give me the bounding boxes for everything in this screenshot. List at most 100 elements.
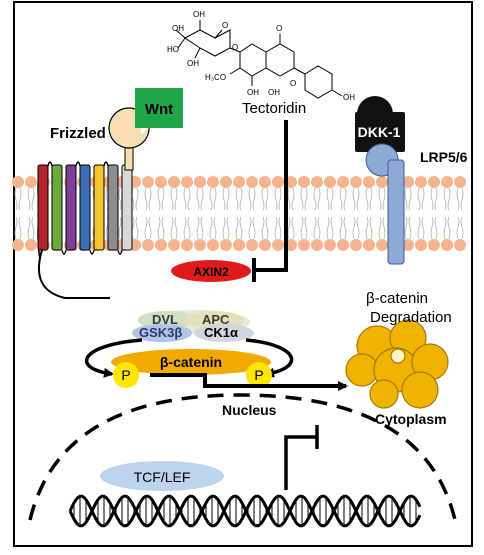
lipid-tail	[417, 216, 425, 240]
lipid-head	[350, 176, 362, 188]
tectoridin-label: Tectoridin	[242, 100, 306, 117]
lipid-tail	[274, 216, 282, 240]
lipid-tail	[378, 187, 386, 211]
nucleus-label: Nucleus	[222, 402, 277, 418]
nuclear-inhibition-line	[284, 435, 317, 490]
dvl-oval	[138, 311, 194, 329]
chem-ho: HO	[167, 45, 179, 54]
chem-oh-4: OH	[247, 88, 259, 97]
lipid-head	[194, 239, 206, 251]
chem-oh-3: OH	[187, 59, 199, 68]
chem-oh-6: OH	[268, 88, 280, 97]
chem-o-1: O	[222, 21, 228, 30]
lipid-tail	[430, 216, 438, 240]
lipid-head	[168, 239, 180, 251]
lipid-tail	[27, 187, 35, 211]
lipid-tail	[170, 216, 178, 240]
lipid-tail	[430, 187, 438, 211]
dkk1-label: DKK-1	[358, 124, 401, 140]
lipid-head	[454, 176, 466, 188]
chem-h3co: H₃CO	[205, 73, 226, 82]
lipid-head	[415, 176, 427, 188]
lipid-head	[363, 176, 375, 188]
lipid-tail	[443, 216, 451, 240]
lipid-tail	[183, 216, 191, 240]
phosphate-left	[113, 362, 139, 388]
cytoplasm-label: Cytoplasm	[375, 411, 447, 427]
lipid-tail	[209, 216, 217, 240]
nuclear-envelope	[28, 393, 457, 521]
lipid-head	[350, 239, 362, 251]
dna-helix-icon	[68, 494, 422, 528]
lipid-tail	[222, 216, 230, 240]
lipid-tail	[144, 216, 152, 240]
axin2-label: AXIN2	[193, 265, 229, 279]
lipid-head	[298, 176, 310, 188]
figure-border	[13, 1, 473, 547]
chem-o-3: O	[276, 24, 282, 33]
lipid-tail	[287, 187, 295, 211]
chem-oh-2: OH	[193, 10, 205, 19]
lipid-tail	[131, 187, 139, 211]
tectoridin-inhibition-line	[254, 120, 288, 272]
lipid-head	[246, 239, 258, 251]
lipid-head	[220, 176, 232, 188]
lipid-head	[142, 176, 154, 188]
lipid-head	[376, 176, 388, 188]
beta-catenin-label: β-catenin	[160, 354, 222, 370]
lipid-head	[181, 239, 193, 251]
lipid-head	[454, 239, 466, 251]
lipid-head	[233, 176, 245, 188]
dvl-label: DVL	[152, 312, 178, 327]
proteasome-cluster-icon	[345, 319, 449, 409]
lipid-head	[142, 239, 154, 251]
chem-o-4: O	[290, 79, 296, 88]
cycle-arrow-left	[84, 338, 143, 378]
cycle-arrow-right	[245, 338, 294, 378]
lipid-tail	[326, 216, 334, 240]
lipid-tail	[404, 187, 412, 211]
lipid-head	[415, 239, 427, 251]
degradation-label-2: Degradation	[370, 309, 452, 326]
lipid-head	[259, 239, 271, 251]
lipid-tail	[443, 187, 451, 211]
lipid-head	[272, 176, 284, 188]
lipid-head	[428, 239, 440, 251]
lipid-tail	[404, 216, 412, 240]
lipid-tail	[248, 216, 256, 240]
axin2-oval	[171, 260, 251, 282]
lipid-tail	[144, 187, 152, 211]
lipid-head	[168, 176, 180, 188]
lipid-head	[311, 239, 323, 251]
cell-membrane	[12, 176, 466, 251]
lipid-head	[194, 176, 206, 188]
lipid-head	[272, 239, 284, 251]
lipid-tail	[365, 216, 373, 240]
lipid-head	[259, 176, 271, 188]
apc-label: APC	[202, 312, 230, 327]
wnt-ligand-icon	[135, 88, 183, 128]
dkk1-icon	[355, 96, 405, 152]
tectoridin-structure-icon	[175, 20, 343, 99]
lipid-tail	[456, 216, 464, 240]
lipid-tail	[209, 187, 217, 211]
lipid-tail	[235, 216, 243, 240]
degradation-label-1: β-catenin	[366, 290, 428, 307]
tcf-lef-oval	[100, 461, 224, 491]
lipid-tail	[339, 216, 347, 240]
lipid-head	[428, 176, 440, 188]
lipid-head	[402, 176, 414, 188]
lipid-head	[25, 176, 37, 188]
ck1a-label: CK1α	[204, 325, 238, 340]
lipid-head	[207, 176, 219, 188]
lipid-head	[12, 176, 24, 188]
lipid-tail	[326, 187, 334, 211]
lipid-head	[311, 176, 323, 188]
lipid-head	[181, 176, 193, 188]
lipid-tail	[300, 187, 308, 211]
lipid-tail	[313, 216, 321, 240]
lipid-head	[337, 239, 349, 251]
beta-catenin-oval	[111, 349, 271, 375]
wnt-label: Wnt	[145, 101, 173, 118]
